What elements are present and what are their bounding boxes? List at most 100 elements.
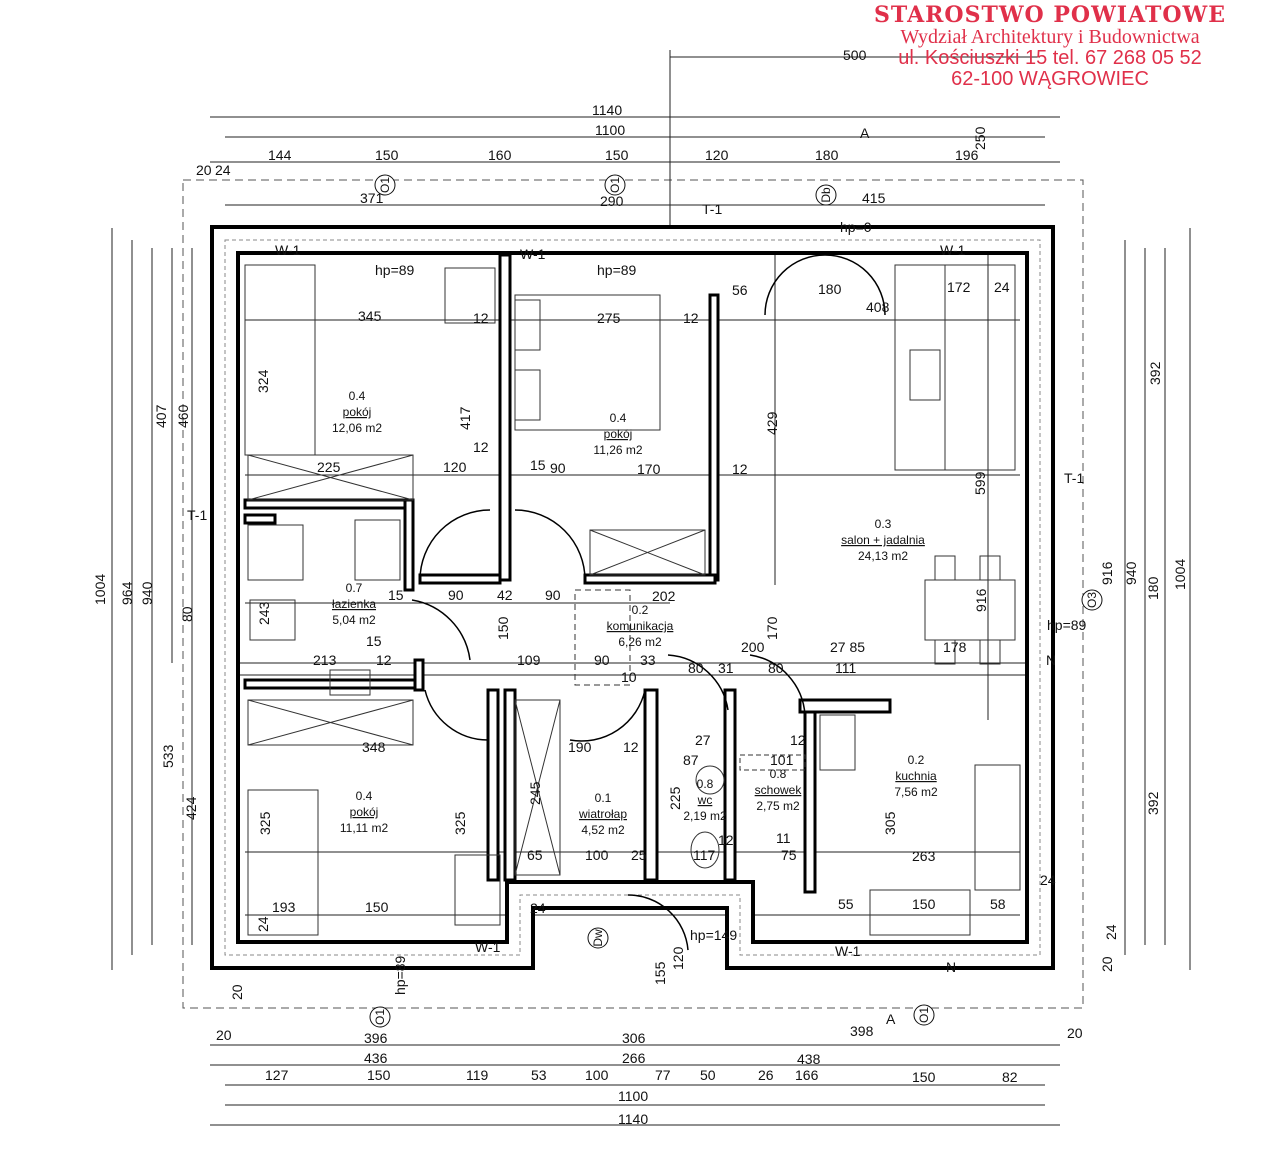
dimension-label: 24 [1103,924,1119,940]
dimension-label: 180 [1145,576,1161,600]
room-name: wc [697,793,713,807]
dimension-label: 90 [448,587,464,603]
dimension-label: 90 [545,587,561,603]
dimension-label: 160 [488,147,512,163]
dimension-label: 266 [622,1050,646,1066]
dimension-label: 12 [732,461,748,477]
dimension-label: 407 [153,404,169,428]
room-number: 0.8 [697,777,714,791]
room-area: 11,26 m2 [593,443,642,457]
dimension-label: 12 [623,739,639,755]
dimension-label: 90 [594,652,610,668]
dimension-label: 263 [912,848,936,864]
dimension-label: 1100 [595,122,625,138]
dimension-label: 213 [313,652,337,668]
dimension-label: 916 [1099,561,1115,585]
dimension-label: 324 [255,369,271,393]
dimension-label: 12 [473,310,489,326]
dimension-label: W-1 [835,943,861,959]
room-number: 0.4 [356,789,373,803]
dimension-label: 25 [631,847,647,863]
dimension-label: 940 [139,581,155,605]
stamp-line-4: 62-100 WĄGROWIEC [951,68,1149,91]
stamp-line-3: ul. Kościuszki 15 tel. 67 268 05 52 [898,47,1202,70]
dimension-label: 15 [388,587,404,603]
dimension-label: 180 [815,147,839,163]
dimension-label: 533 [160,744,176,768]
room-number: 0.2 [632,603,649,617]
dimension-label: 90 [550,460,566,476]
dimension-label: 58 [990,896,1006,912]
dimension-label: 180 [818,281,842,297]
dimension-label: 20 [1099,956,1115,972]
room-number: 0.4 [610,411,627,425]
dimension-label: 170 [637,461,661,477]
dimension-label: 77 [655,1067,671,1083]
axis-label: Dw [591,929,605,947]
furniture [244,264,1021,936]
room-name: kuchnia [895,769,937,783]
dimension-label: 24 [994,279,1010,295]
stamp-line-2: Wydział Architektury i Budownictwa [900,26,1200,49]
dimension-label: 348 [362,739,386,755]
dimension-label: 392 [1147,361,1163,385]
axis-label: O1 [378,177,392,193]
dimension-label: 80 [768,660,784,676]
dimension-label: 144 [268,147,292,163]
axis-label: O1 [608,177,622,193]
dimension-label: 202 [652,588,676,604]
dimension-label: 12 [718,832,734,848]
dimension-label: 31 [718,660,734,676]
dimension-label: 290 [600,193,624,209]
dimension-lines [111,50,1191,1126]
dimension-label: 109 [517,652,541,668]
dimension-label: hp=89 [597,262,637,278]
dimension-label: 225 [317,459,341,475]
dimension-label: 27 85 [830,639,865,655]
dimension-label: hp=89 [1047,617,1087,633]
axis-marker: Dw [587,927,609,949]
dimension-label: 26 [758,1067,774,1083]
axis-label: O1 [917,1007,931,1023]
room-area: 2,75 m2 [756,799,800,813]
dimension-label: 53 [531,1067,547,1083]
dimension-label: hp=0 [840,219,872,235]
dimension-label: N [1046,652,1056,668]
dimension-label: 20 [1067,1025,1083,1041]
room-number: 0.7 [346,581,363,595]
dimension-label: 243 [256,601,272,625]
dimension-label: W-1 [275,242,301,258]
dimension-label: 275 [597,310,621,326]
room-number: 0.1 [595,791,612,805]
dimension-label: 11 [776,830,791,846]
dimension-label: 12 [376,652,392,668]
axis-marker: O1 [374,174,396,196]
axis-label: O1 [373,1009,387,1025]
axis-marker: O3 [1081,589,1103,611]
room-name: pokój [604,427,633,441]
dimension-label: 392 [1145,791,1161,815]
dimension-label: 80 [179,606,195,622]
dimension-label: 12 [473,439,489,455]
dimension-label: 50 [700,1067,716,1083]
dimension-label: 424 [183,796,199,820]
dimension-label: A [886,1011,896,1027]
dimension-label: 150 [367,1067,391,1083]
dimension-label: 33 [640,652,656,668]
dimension-label: 27 [695,732,711,748]
dimension-label: 1140 [618,1111,648,1127]
dimension-label: 500 [843,47,867,63]
dashed-outline [182,179,1084,1009]
dimension-label: 1140 [592,102,622,118]
dimension-label: 306 [622,1030,646,1046]
dimension-label: 20 [196,162,212,178]
dimension-label: 24 [1040,872,1056,888]
dimension-label: T-1 [702,201,722,217]
